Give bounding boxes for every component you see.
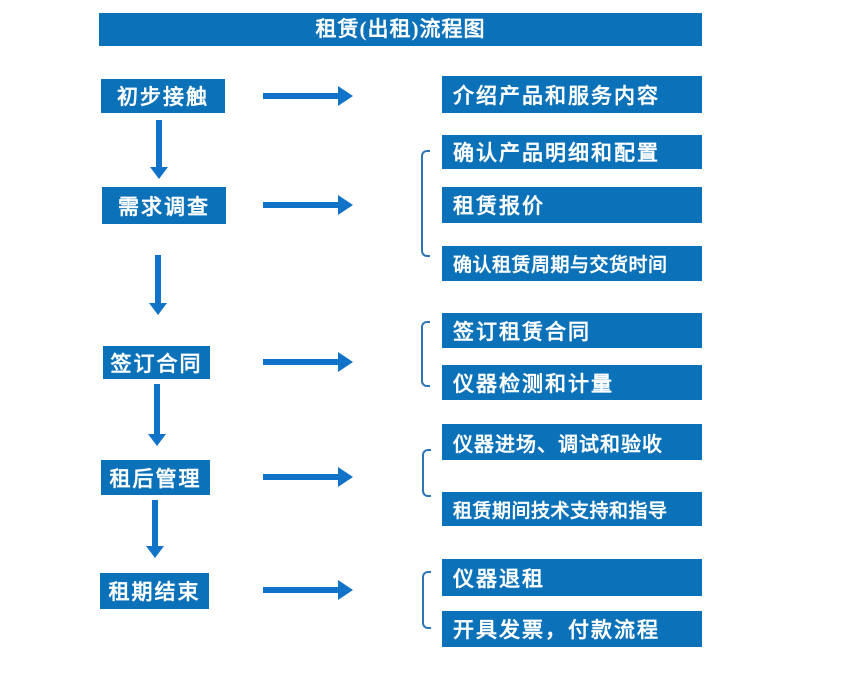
arrow-head bbox=[148, 434, 166, 446]
group-bracket-icon-3 bbox=[421, 321, 430, 387]
right-arrow-icon-3 bbox=[263, 352, 353, 372]
arrow-shaft bbox=[152, 500, 158, 546]
arrow-shaft bbox=[263, 359, 338, 365]
step-box-4: 租后管理 bbox=[101, 460, 210, 495]
arrow-shaft bbox=[155, 255, 161, 303]
arrow-head bbox=[338, 467, 353, 487]
group-bracket-icon-5 bbox=[422, 571, 431, 629]
group-bracket-icon-4 bbox=[422, 449, 431, 497]
output-box-4-2: 租赁期间技术支持和指导 bbox=[442, 492, 702, 526]
arrow-head bbox=[338, 352, 353, 372]
group-bracket-icon-2 bbox=[421, 150, 430, 257]
output-box-2-2: 租赁报价 bbox=[442, 187, 702, 223]
step-box-3: 签订合同 bbox=[103, 346, 210, 379]
arrow-head bbox=[338, 86, 353, 106]
arrow-shaft bbox=[263, 202, 338, 208]
arrow-shaft bbox=[263, 587, 338, 593]
output-box-5-1: 仪器退租 bbox=[442, 559, 702, 596]
output-box-3-1: 签订租赁合同 bbox=[442, 313, 702, 348]
right-arrow-icon-5 bbox=[263, 580, 353, 600]
down-arrow-icon-3 bbox=[148, 384, 166, 446]
arrow-shaft bbox=[154, 384, 160, 434]
output-box-3-2: 仪器检测和计量 bbox=[442, 365, 702, 400]
right-arrow-icon-1 bbox=[263, 86, 353, 106]
step-box-5: 租期结束 bbox=[100, 573, 209, 609]
output-box-5-2: 开具发票，付款流程 bbox=[442, 611, 702, 647]
arrow-head bbox=[150, 167, 168, 179]
arrow-head bbox=[146, 546, 164, 558]
output-box-2-3: 确认租赁周期与交货时间 bbox=[442, 246, 702, 281]
right-arrow-icon-4 bbox=[263, 467, 353, 487]
output-box-4-1: 仪器进场、调试和验收 bbox=[442, 424, 702, 460]
arrow-shaft bbox=[156, 120, 162, 167]
step-box-2: 需求调查 bbox=[102, 187, 226, 224]
right-arrow-icon-2 bbox=[263, 195, 353, 215]
arrow-shaft bbox=[263, 93, 338, 99]
down-arrow-icon-2 bbox=[149, 255, 167, 315]
output-box-2-1: 确认产品明细和配置 bbox=[442, 135, 702, 169]
arrow-head bbox=[338, 580, 353, 600]
step-box-1: 初步接触 bbox=[101, 79, 225, 113]
arrow-head bbox=[338, 195, 353, 215]
arrow-shaft bbox=[263, 474, 338, 480]
arrow-head bbox=[149, 303, 167, 315]
flowchart-title: 租赁(出租)流程图 bbox=[99, 13, 702, 46]
down-arrow-icon-4 bbox=[146, 500, 164, 558]
output-box-1-1: 介绍产品和服务内容 bbox=[442, 76, 702, 113]
down-arrow-icon-1 bbox=[150, 120, 168, 179]
